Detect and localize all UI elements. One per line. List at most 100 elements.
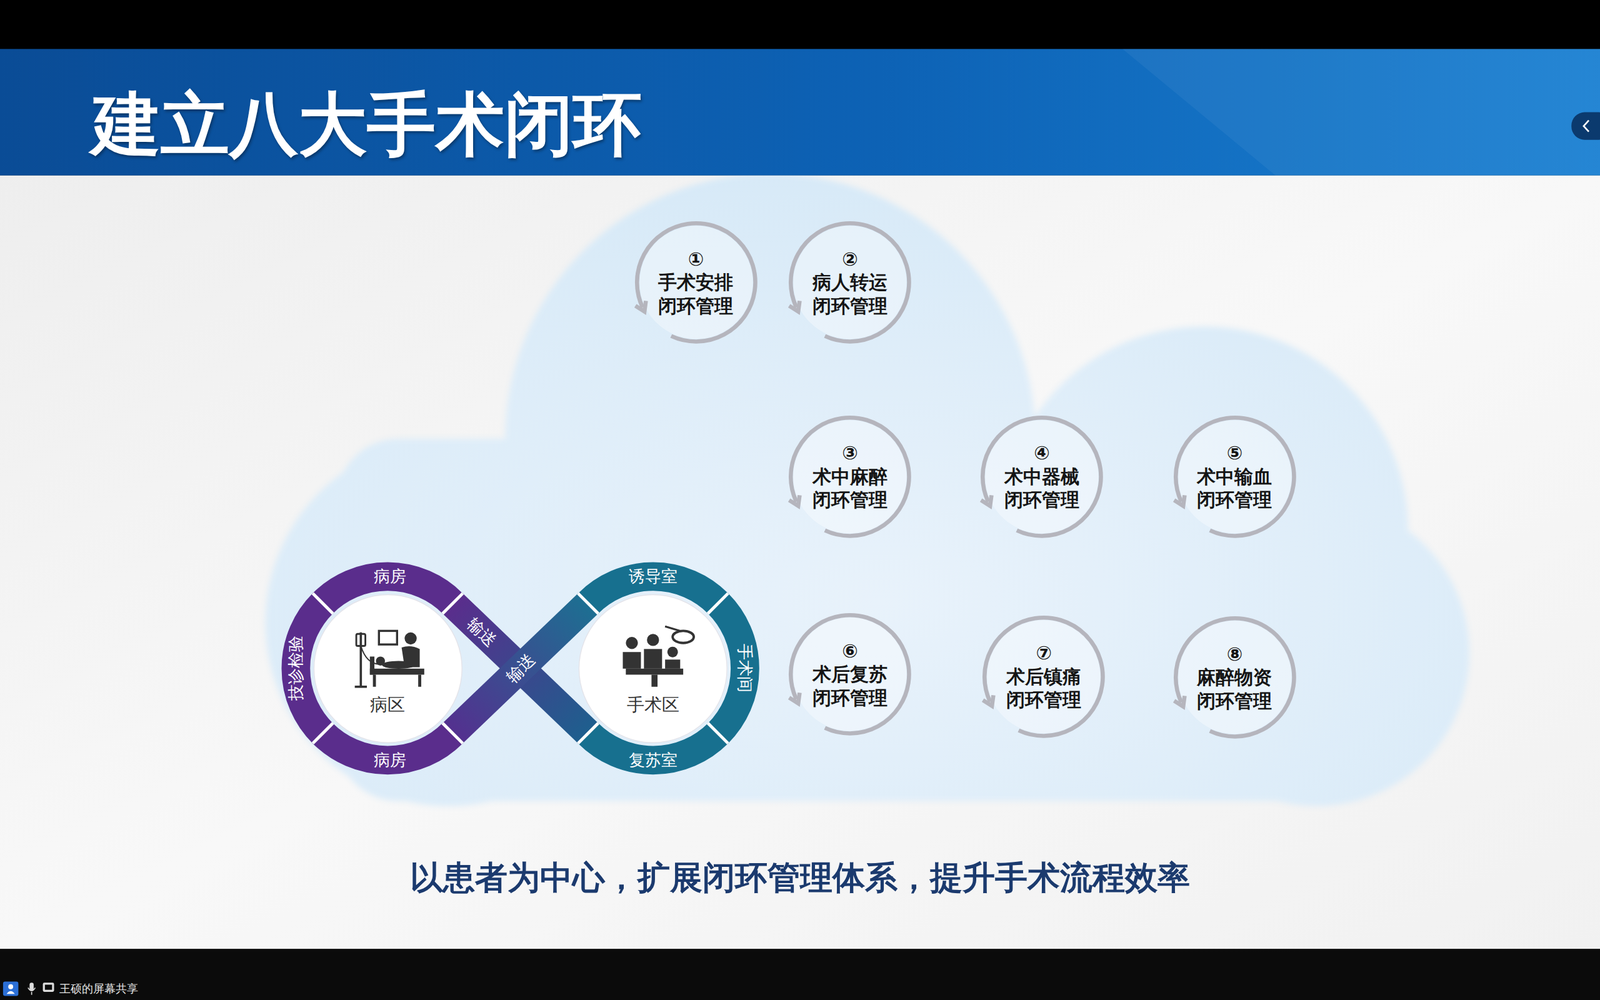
segment-divider	[312, 593, 333, 614]
mic-icon-stand	[28, 987, 35, 995]
ring-fill	[793, 618, 907, 732]
lamp-arm	[665, 626, 680, 631]
monitor	[378, 630, 397, 645]
cycle-arc	[790, 417, 909, 536]
cloud-shape	[0, 175, 1600, 950]
area-disc	[578, 594, 727, 743]
loop-name: 术中输血 闭环管理	[1191, 465, 1278, 512]
iv-bag	[356, 633, 365, 646]
area-outline	[312, 593, 464, 745]
loop-name: 麻醉物资 闭环管理	[1191, 665, 1278, 713]
ring-fill	[1178, 621, 1292, 735]
cycle-arrowhead	[789, 301, 800, 312]
loop-name: 术中麻醉 闭环管理	[806, 465, 894, 512]
nurse-body	[401, 646, 420, 667]
bed-leg	[418, 674, 422, 687]
flow-stage-label: 复苏室	[628, 751, 678, 769]
infinity-ribbon	[295, 576, 745, 760]
loop-name: 术后复苏 闭环管理	[806, 662, 894, 710]
callout-number: ⑧	[1226, 642, 1243, 667]
loop-circle: ⑥术后复苏 闭环管理	[785, 610, 915, 739]
cycle-arrowhead	[789, 693, 800, 704]
area-disc	[313, 594, 462, 743]
loop-circle: ⑦术后镇痛 闭环管理	[979, 612, 1109, 742]
cycle-arrowhead	[1173, 696, 1185, 707]
flow-stage-label: 病房	[373, 568, 407, 585]
bed-leg	[372, 674, 376, 687]
surgery-icon	[623, 626, 695, 687]
screen-icon	[43, 982, 55, 992]
callout-number: ②	[841, 247, 858, 272]
slide-ground	[0, 175, 1600, 950]
bed-head	[369, 656, 374, 675]
cycle-arc	[985, 617, 1104, 736]
loop-circle: ①手术安排 闭环管理	[631, 218, 761, 347]
surgeon-head	[667, 646, 679, 657]
ring-fill	[1178, 420, 1292, 534]
nurse-head	[404, 631, 417, 644]
cycle-arrowhead	[635, 301, 646, 312]
loop-name: 手术安排 闭环管理	[652, 270, 739, 318]
mic-icon	[29, 982, 34, 991]
loop-name: 术中器械 闭环管理	[998, 465, 1085, 512]
segment-divider	[442, 723, 463, 744]
ring-fill	[987, 620, 1101, 734]
user-icon-tile	[3, 981, 19, 997]
cycle-arc	[1175, 417, 1294, 536]
surgeon-body	[643, 648, 662, 669]
title-banner	[0, 48, 1600, 175]
ribbon-diagonal	[452, 603, 589, 734]
ribbon-diagonal	[452, 603, 589, 734]
area-circle: 手术区	[577, 593, 729, 745]
callout-number: ③	[841, 441, 858, 465]
button-pill	[1571, 112, 1600, 140]
share-bar	[0, 948, 1600, 1000]
segment-divider	[442, 593, 463, 614]
cycle-arc	[1175, 618, 1294, 737]
surgeon-body	[665, 659, 680, 669]
bed	[369, 668, 424, 675]
flow-stage-label: 病房	[373, 751, 407, 769]
loop-circle: ④术中器械 闭环管理	[977, 412, 1107, 542]
callout-number: ⑥	[841, 639, 858, 664]
slide-title: 建立八大手术闭环	[91, 83, 642, 166]
loop-name: 病人转运 闭环管理	[806, 270, 894, 318]
operating-table	[625, 668, 684, 675]
cycle-arrowhead	[1173, 495, 1185, 506]
surgeon-head	[625, 636, 638, 649]
surgical-lamp	[672, 630, 694, 643]
callout-number: ①	[688, 247, 704, 272]
ring-fill	[639, 226, 753, 340]
segment-divider	[312, 723, 333, 744]
ring-fill	[793, 420, 907, 534]
ring-fill	[985, 420, 1099, 534]
cycle-arc	[790, 615, 909, 734]
iv-base	[354, 685, 367, 689]
callout-number: ④	[1033, 441, 1050, 465]
collapse-button	[1571, 112, 1600, 140]
cycle-arc	[982, 417, 1101, 536]
surgeon-head	[646, 633, 659, 646]
callout-number: ⑤	[1226, 441, 1243, 465]
loop-name: 术后镇痛 闭环管理	[1000, 665, 1087, 712]
flow-stage-label: 技诊检验	[287, 635, 304, 701]
surgeon-body	[623, 651, 642, 669]
cycle-arrowhead	[981, 495, 992, 506]
share-status-text: 王硕的屏幕共享	[59, 983, 139, 995]
cycle-arc	[636, 223, 755, 342]
ring-fill	[793, 226, 907, 340]
ribbon-separators	[312, 593, 728, 744]
user-icon-body	[6, 991, 15, 994]
loop-circle: ⑤术中输血 闭环管理	[1170, 412, 1300, 542]
banner-highlight	[1122, 48, 1600, 175]
area-name: 手术区	[626, 694, 680, 716]
flow-stage-label: 手术间	[736, 643, 754, 693]
segment-divider	[578, 593, 599, 614]
area-circle: 病区	[312, 593, 464, 745]
screen-icon-inner	[45, 985, 52, 990]
chevron-icon	[1583, 120, 1589, 132]
user-icon-head	[8, 984, 14, 990]
segment-divider	[708, 723, 729, 744]
loop-circle: ⑧麻醉物资 闭环管理	[1170, 613, 1300, 742]
